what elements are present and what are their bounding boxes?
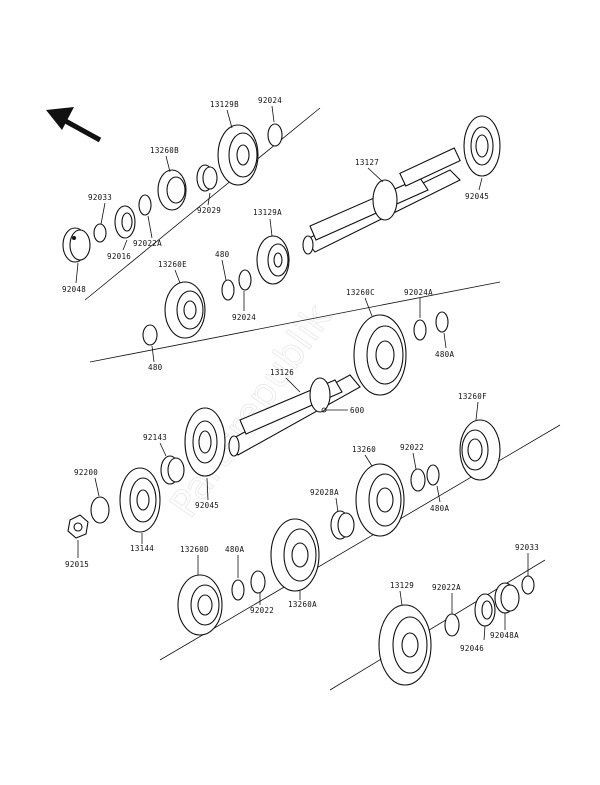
label-13126: 13126 — [270, 368, 294, 377]
label-92200: 92200 — [74, 468, 98, 477]
label-480A-c: 480A — [225, 545, 244, 554]
label-13129: 13129 — [390, 581, 414, 590]
label-92046: 92046 — [460, 644, 484, 653]
label-92033-b: 92033 — [515, 543, 539, 552]
label-480A-b: 480A — [430, 504, 449, 513]
label-92015: 92015 — [65, 560, 89, 569]
collar-92048A — [494, 582, 520, 614]
gear-13129 — [378, 604, 432, 686]
needle-bearing-92016 — [114, 205, 136, 239]
label-92024A: 92024A — [404, 288, 433, 297]
front-direction-arrow-icon — [46, 107, 102, 143]
label-92143: 92143 — [143, 433, 167, 442]
bushing-92029 — [196, 164, 218, 192]
label-13260A: 13260A — [288, 600, 317, 609]
label-480-a: 480 — [215, 250, 230, 259]
label-92048: 92048 — [62, 285, 86, 294]
bearing-92045-upper — [463, 115, 501, 177]
label-92022A-b: 92022A — [432, 583, 461, 592]
collar-92048 — [62, 227, 91, 263]
label-92024-b: 92024 — [232, 313, 256, 322]
part-labels: 13129B 92024 13260B 13127 92033 92029 92… — [62, 96, 539, 653]
label-92033-a: 92033 — [88, 193, 112, 202]
label-92022-a: 92022 — [400, 443, 424, 452]
label-600: 600 — [350, 406, 365, 415]
label-92024-a: 92024 — [258, 96, 282, 105]
label-92045-b: 92045 — [195, 501, 219, 510]
label-92016: 92016 — [107, 252, 131, 261]
label-92022-b: 92022 — [250, 606, 274, 615]
bearing-92045-lower — [184, 407, 226, 477]
gear-13260B — [157, 169, 187, 211]
label-13260D: 13260D — [180, 545, 209, 554]
gear-13260E — [164, 281, 206, 339]
collar-92143 — [160, 455, 185, 485]
label-13260F: 13260F — [458, 392, 487, 401]
sprocket-13144 — [119, 467, 161, 533]
bushing-92028A — [330, 510, 355, 540]
gear-13260D — [177, 574, 223, 636]
label-480A-a: 480A — [435, 350, 454, 359]
label-13127: 13127 — [355, 158, 379, 167]
label-92028A: 92028A — [310, 488, 339, 497]
nut-92015 — [67, 514, 89, 539]
label-13129A: 13129A — [253, 208, 282, 217]
gear-13260A — [270, 518, 320, 592]
label-92048A: 92048A — [490, 631, 519, 640]
label-92029: 92029 — [197, 206, 221, 215]
gear-13260C — [353, 314, 407, 396]
gear-13129A — [256, 235, 290, 285]
label-13260C: 13260C — [346, 288, 375, 297]
needle-bearing-92046 — [474, 593, 496, 627]
label-13260: 13260 — [352, 445, 376, 454]
gear-13260F — [459, 419, 501, 481]
shaft-13126 — [228, 374, 361, 457]
washers — [90, 123, 535, 637]
label-92022A-a: 92022A — [133, 239, 162, 248]
gear-13260 — [355, 463, 405, 537]
label-92045-a: 92045 — [465, 192, 489, 201]
label-13144: 13144 — [130, 544, 154, 553]
label-13260B: 13260B — [150, 146, 179, 155]
shaft-13127 — [302, 147, 461, 255]
label-480-b: 480 — [148, 363, 163, 372]
leader-lines — [75, 105, 529, 641]
gear-13129B — [217, 124, 259, 186]
label-13260E: 13260E — [158, 260, 187, 269]
label-13129B: 13129B — [210, 100, 239, 109]
